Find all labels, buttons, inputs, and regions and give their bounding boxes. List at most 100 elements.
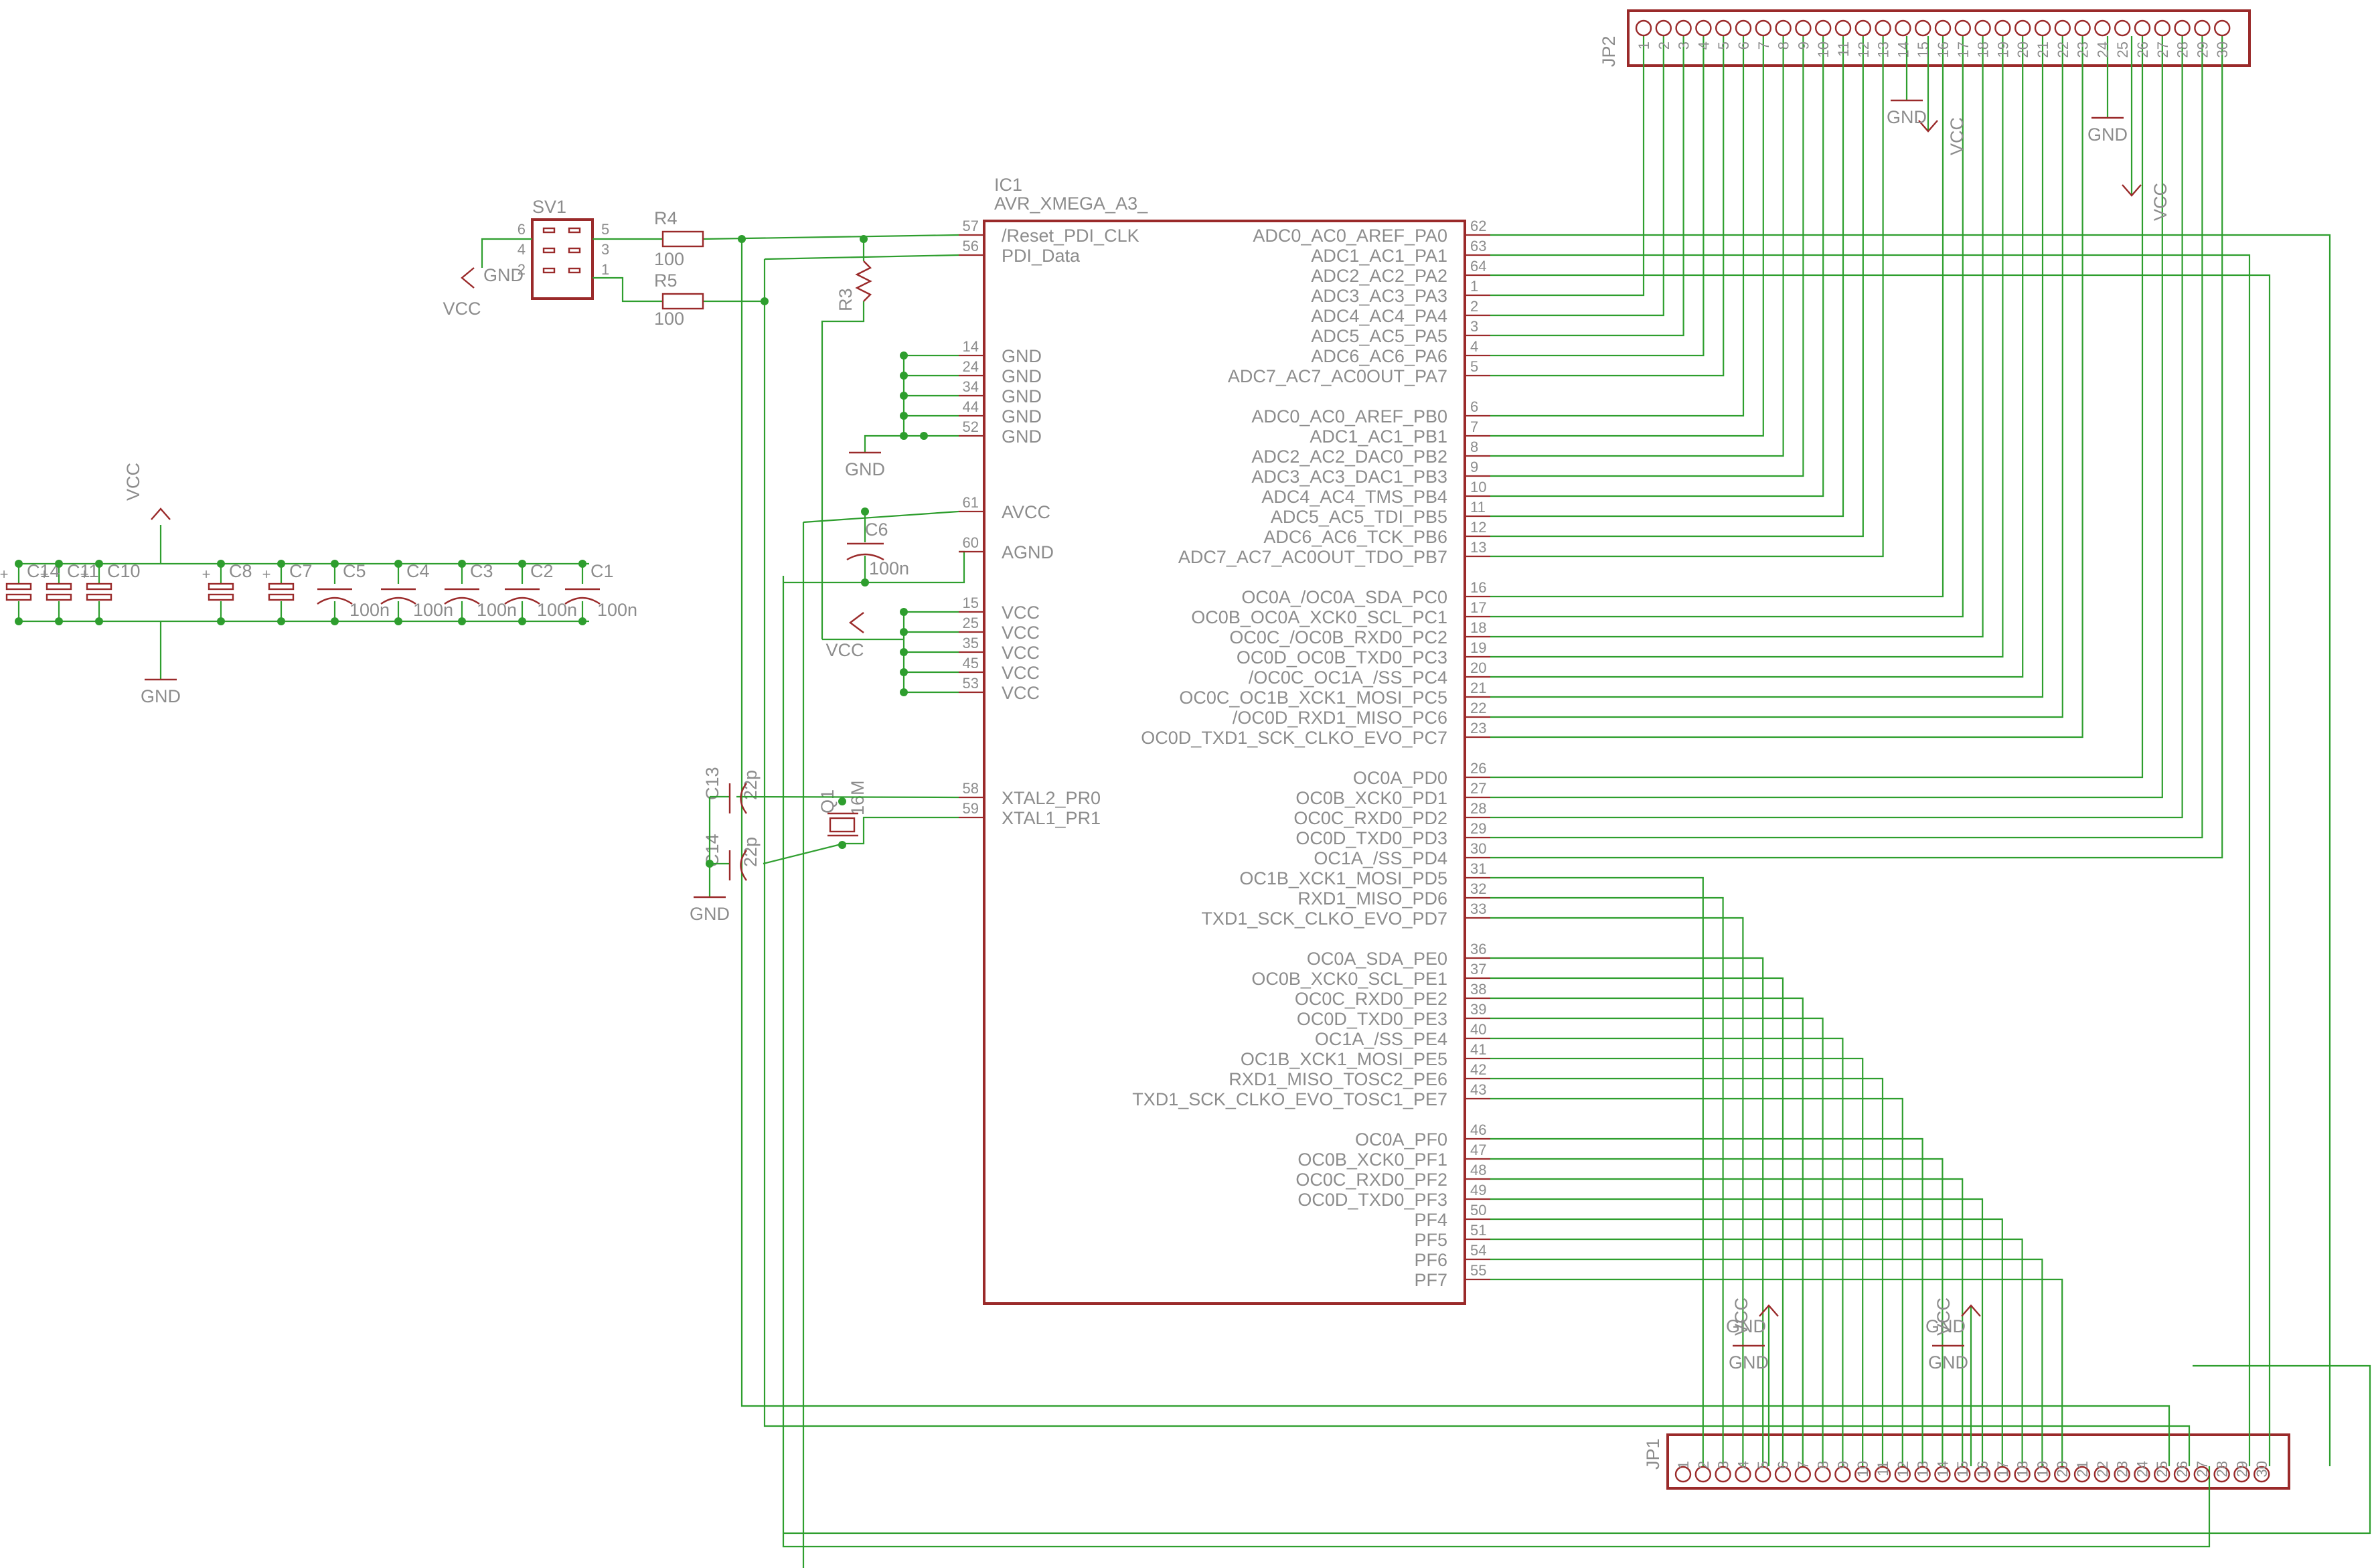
jp2-ref-label: JP2 — [1599, 35, 1619, 67]
ic1-pin-number: 10 — [1470, 479, 1486, 495]
jp2-pin-pad — [1954, 19, 1972, 37]
ic1-pin-name: XTAL2_PR0 — [1002, 788, 1101, 808]
ic1-pin-number: 63 — [1470, 238, 1486, 254]
jp2-pin-pad — [1755, 19, 1772, 37]
cap-ref-label: C5 — [343, 561, 366, 581]
port-wire — [1490, 1158, 1944, 1466]
junction-dot — [900, 668, 908, 676]
gnd-label: GND — [1887, 107, 1927, 127]
cap-plate — [504, 597, 540, 605]
ic1-pin-name: PDI_Data — [1002, 246, 1081, 266]
junction-dot — [900, 608, 908, 616]
jp2-pin-pad — [2034, 19, 2051, 37]
cap-value-label: 100n — [537, 600, 577, 620]
ic1-pin-number: 45 — [963, 655, 979, 672]
gnd-label: GND — [2087, 125, 2128, 145]
jp1-pin-pad — [2034, 1466, 2051, 1483]
ic1-pin-number: 37 — [1470, 961, 1486, 977]
ic1-pin-number: 28 — [1470, 800, 1486, 817]
jp1-pin-number: 5 — [1755, 1461, 1771, 1469]
ic1-pin-number: 32 — [1470, 880, 1486, 897]
cap-ref-label: C14 — [27, 561, 60, 581]
junction-dot — [900, 351, 908, 360]
r3-wire — [821, 301, 865, 639]
jp1-pin-pad — [2173, 1466, 2191, 1483]
jp2-pin-number: 7 — [1755, 42, 1772, 50]
port-wire — [1490, 36, 1725, 377]
ic1-pin-name: ADC1_AC1_PA1 — [1311, 246, 1447, 266]
jp1-pin-number: 27 — [2194, 1461, 2211, 1477]
r3-ref-label: R3 — [836, 288, 856, 311]
jp2-pin-number: 10 — [1815, 42, 1832, 58]
ic1-pin-number: 41 — [1470, 1041, 1486, 1058]
ic1-pin-number: 50 — [1470, 1202, 1486, 1219]
port-wire — [1490, 36, 1844, 518]
ic1-pin-number: 16 — [1470, 579, 1486, 596]
port-wire — [1490, 36, 2163, 799]
r4-ref-label: R4 — [654, 208, 678, 228]
ic1-pin-number: 52 — [963, 418, 979, 435]
port-wire — [1490, 1037, 1844, 1466]
ic1-pin-name: ADC4_AC4_PA4 — [1311, 306, 1447, 326]
jp1-pin-number: 13 — [1915, 1461, 1931, 1477]
junction-dot — [15, 617, 23, 625]
jp1-pin-pad — [1715, 1466, 1731, 1483]
port-wire — [1490, 977, 1784, 1466]
junction-dot — [518, 617, 526, 625]
junction-dot — [900, 412, 908, 420]
sv1-pin-number: 5 — [601, 221, 609, 238]
jp2-pin-number: 30 — [2214, 42, 2231, 58]
c14-value-label: 22p — [740, 837, 761, 867]
c13-value-label: 22p — [740, 770, 761, 800]
cap-ref-label: C10 — [107, 561, 141, 581]
ic1-pin-name: RXD1_MISO_PD6 — [1297, 888, 1447, 909]
polar-cap-body — [268, 593, 295, 601]
vcc-arrow — [849, 612, 864, 633]
ic1-pin-number: 38 — [1470, 981, 1486, 998]
ic1-pin-number: 9 — [1470, 459, 1478, 475]
r5-value-label: 100 — [654, 309, 684, 329]
ic1-pin-name: OC0C_OC1B_XCK1_MOSI_PC5 — [1179, 688, 1447, 708]
junction-dot — [761, 297, 769, 305]
ic1-pin-name: AVCC — [1002, 502, 1050, 522]
port-wire — [1490, 36, 2004, 658]
vcc-label: VCC — [1947, 117, 1967, 155]
port-wire — [1490, 36, 1784, 457]
vcc-arrow — [1918, 120, 1938, 133]
jp2-pin-pad — [1934, 19, 1952, 37]
ic1-pin-name: OC0B_XCK0_PF1 — [1297, 1150, 1447, 1170]
jp2-pin-number: 16 — [1935, 42, 1952, 58]
port-wire — [1490, 36, 1764, 437]
ic1-pin-number: 18 — [1470, 619, 1486, 636]
ic1-pin-number: 15 — [963, 595, 979, 611]
ic1-pin-name: TXD1_SCK_CLKO_EVO_TOSC1_PE7 — [1132, 1089, 1447, 1109]
port-wire — [1490, 917, 1744, 1466]
jp2-pin-pad — [1775, 19, 1792, 37]
port-wire — [1490, 36, 2183, 819]
jp1-pin-number: 6 — [1775, 1461, 1792, 1469]
sv1-pin-number: 3 — [601, 241, 609, 258]
port-wire — [1490, 36, 1804, 477]
junction-dot — [861, 578, 869, 586]
ic1-pin-name: OC0B_XCK0_PD1 — [1295, 788, 1447, 808]
ic1-pin-number: 59 — [963, 800, 979, 817]
junction-dot — [900, 688, 908, 696]
cap-plate — [444, 597, 480, 605]
ic1-pin-number: 33 — [1470, 900, 1486, 917]
ic1-pin-name: OC0A_SDA_PE0 — [1307, 949, 1447, 969]
jp2-pin-pad — [1834, 19, 1852, 37]
cap-ref-label: C2 — [530, 561, 554, 581]
jp2-pin-pad — [2134, 19, 2151, 37]
gnd-label: GND — [845, 459, 885, 479]
jp1-pin-number: 15 — [1954, 1461, 1971, 1477]
port-wire — [1490, 36, 1884, 558]
jp2-pin-number: 11 — [1835, 42, 1852, 57]
jp2-pin-number: 18 — [1975, 42, 1992, 58]
jp2-pin-pad — [1994, 19, 2011, 37]
jp2-pin-pad — [2054, 19, 2071, 37]
port-wire — [1490, 36, 1664, 317]
ic1-pin-name: GND — [1002, 366, 1042, 386]
port-wire — [1490, 896, 1724, 1466]
ic1-pin-number: 8 — [1470, 439, 1478, 455]
gnd-label: GND — [690, 904, 730, 924]
